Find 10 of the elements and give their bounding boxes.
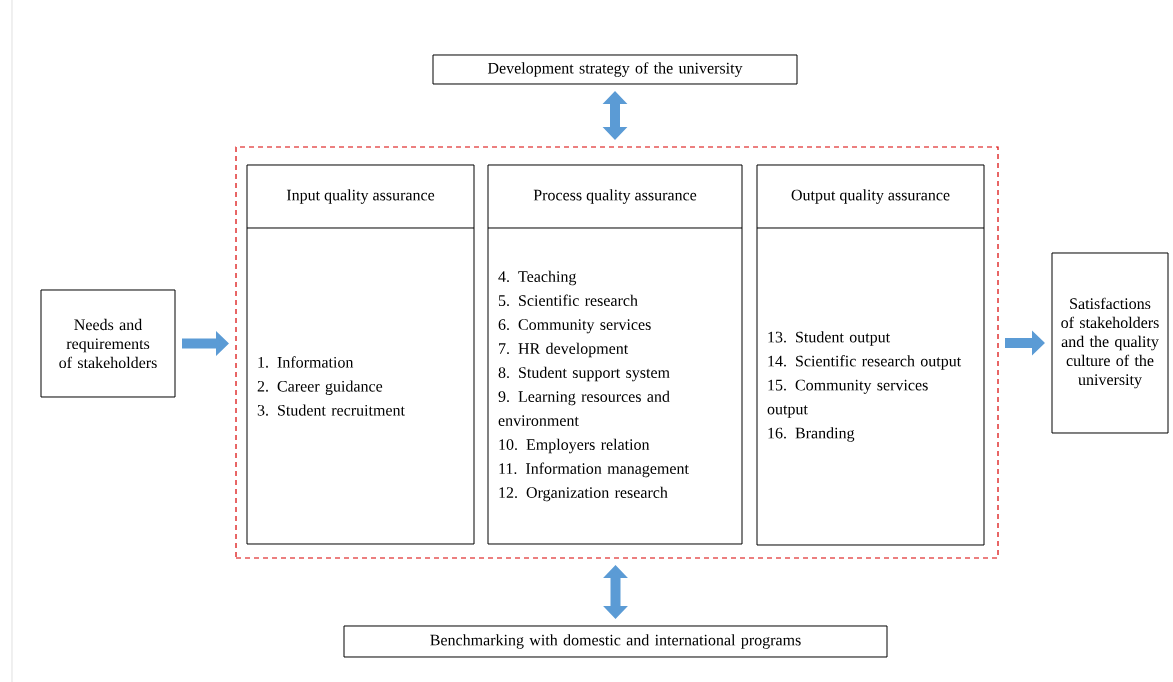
text-box: Development strategy of the university — [432, 54, 798, 85]
block-arrow — [603, 565, 628, 619]
quality-box: Output quality assurance 13. Student output 14. Scientific research output 15. Community services output 16. Branding — [756, 164, 985, 546]
text-box: Benchmarking with domestic and international programs — [343, 625, 888, 658]
quality-box: Process quality assurance 4. Teaching 5. Scientific research 6. Community services 7. HR development 8. Student support system 9. Learning resources and environment 10. Employers relation 11. Information management 12. Organization research — [487, 164, 743, 545]
quality-box: Input quality assurance 1. Information 2. Career guidance 3. Student recruitment — [246, 164, 475, 545]
text-box: Needs and requirements of stakeholders — [40, 289, 176, 398]
dashed-frame — [235, 146, 999, 559]
text-box: Satisfactions of stakeholders and the quality culture of the university — [1051, 252, 1169, 434]
block-arrow — [602, 91, 628, 140]
